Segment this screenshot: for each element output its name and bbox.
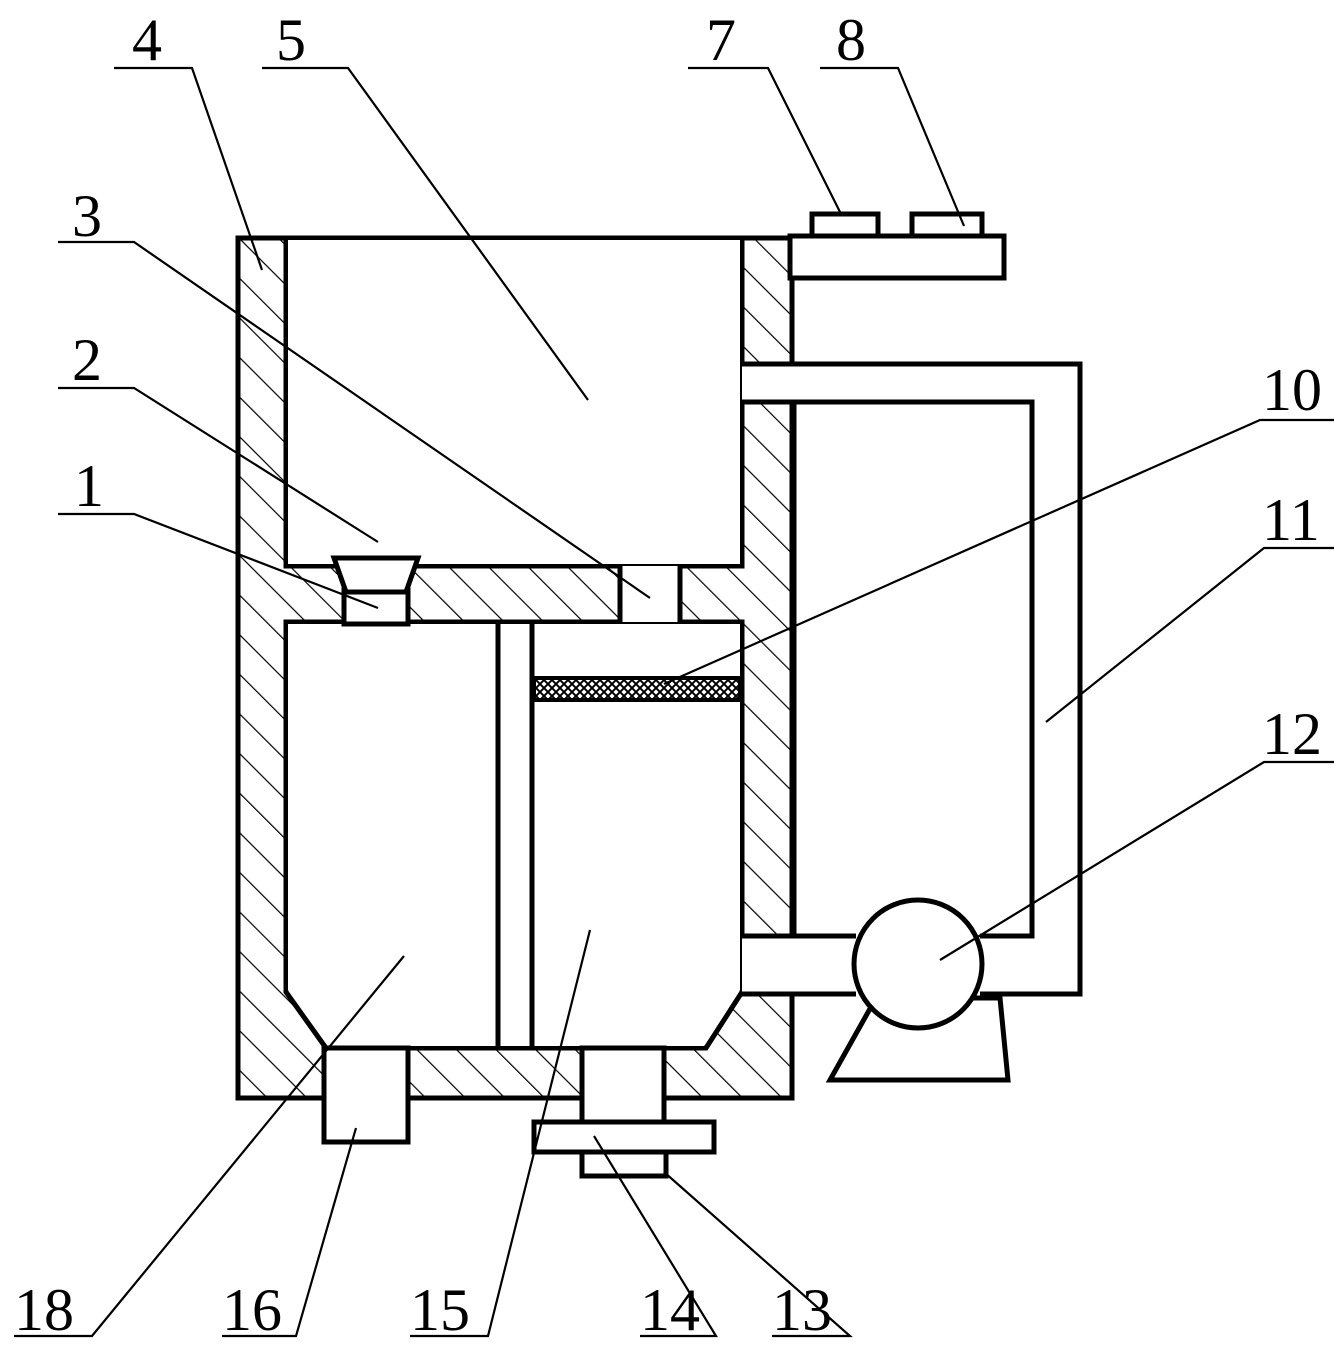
button-8 <box>909 211 985 239</box>
label-4: 4 <box>132 7 162 73</box>
control-panel <box>787 211 1007 281</box>
label-7: 7 <box>706 7 736 73</box>
leader-lines <box>14 66 1334 1338</box>
label-14: 14 <box>640 1277 700 1343</box>
outlet-16 <box>321 1045 411 1145</box>
funnel-2 <box>330 555 422 595</box>
label-18: 18 <box>14 1277 74 1343</box>
label-11: 11 <box>1262 487 1320 553</box>
label-13: 13 <box>772 1277 832 1343</box>
filter-mesh <box>532 676 742 702</box>
lower-chamber <box>288 624 740 1046</box>
label-8: 8 <box>836 7 866 73</box>
label-12: 12 <box>1262 701 1322 767</box>
label-5: 5 <box>276 7 306 73</box>
label-15: 15 <box>410 1277 470 1343</box>
circulation-pipe <box>742 361 1083 997</box>
label-3: 3 <box>72 183 102 249</box>
upper-tank <box>288 240 740 564</box>
label-1: 1 <box>74 453 104 519</box>
button-7 <box>809 211 881 239</box>
label-2: 2 <box>72 327 102 393</box>
label-10: 10 <box>1262 357 1322 423</box>
label-16: 16 <box>222 1277 282 1343</box>
drain-assembly <box>531 1045 717 1179</box>
pump-12 <box>825 897 1011 1083</box>
channel-3 <box>620 566 680 622</box>
